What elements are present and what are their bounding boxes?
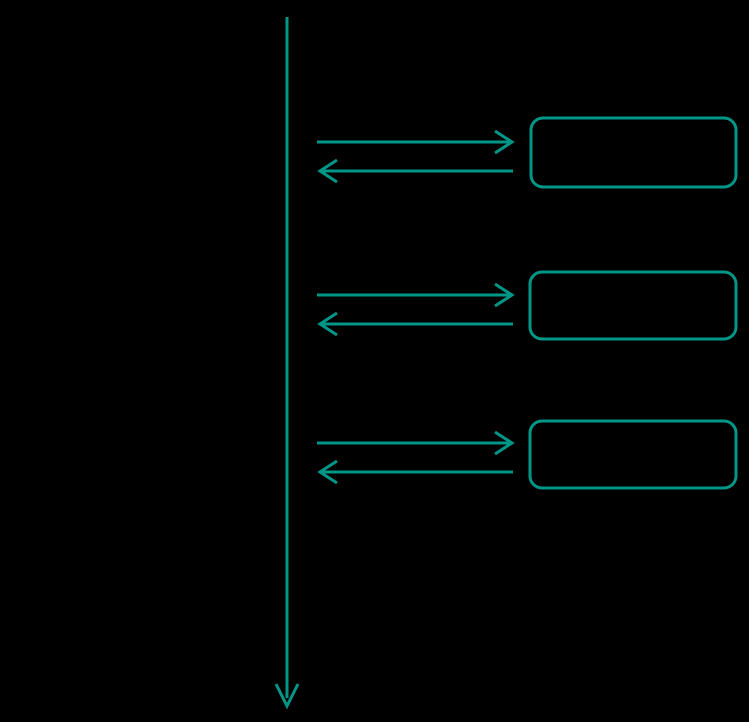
node-box-3-rect [528,419,738,490]
arrow-right-head-icon [494,129,515,155]
message-3-response-arrow[interactable] [317,459,513,485]
arrow-right-head-icon [494,282,515,308]
lifeline-terminator-arrowhead-icon [274,683,300,710]
message-2-request-arrow[interactable] [317,282,515,308]
message-3-request-arrow[interactable] [317,430,515,456]
message-group-2[interactable] [317,282,515,337]
node-box-1-rect [529,116,738,189]
node-box-2[interactable] [528,270,738,341]
node-box-3[interactable] [528,419,738,490]
arrow-right-head-icon [494,430,515,456]
message-2-response-arrow[interactable] [317,311,513,337]
node-box-2-rect [528,270,738,341]
arrow-left-head-icon [317,158,338,184]
arrow-left-head-icon [317,459,338,485]
message-1-response-arrow[interactable] [317,158,513,184]
node-box-1[interactable] [529,116,738,189]
arrow-left-head-icon [317,311,338,337]
message-1-request-arrow[interactable] [317,129,515,155]
message-group-3[interactable] [317,430,515,485]
lifeline-group[interactable] [274,17,300,710]
message-group-1[interactable] [317,129,515,184]
